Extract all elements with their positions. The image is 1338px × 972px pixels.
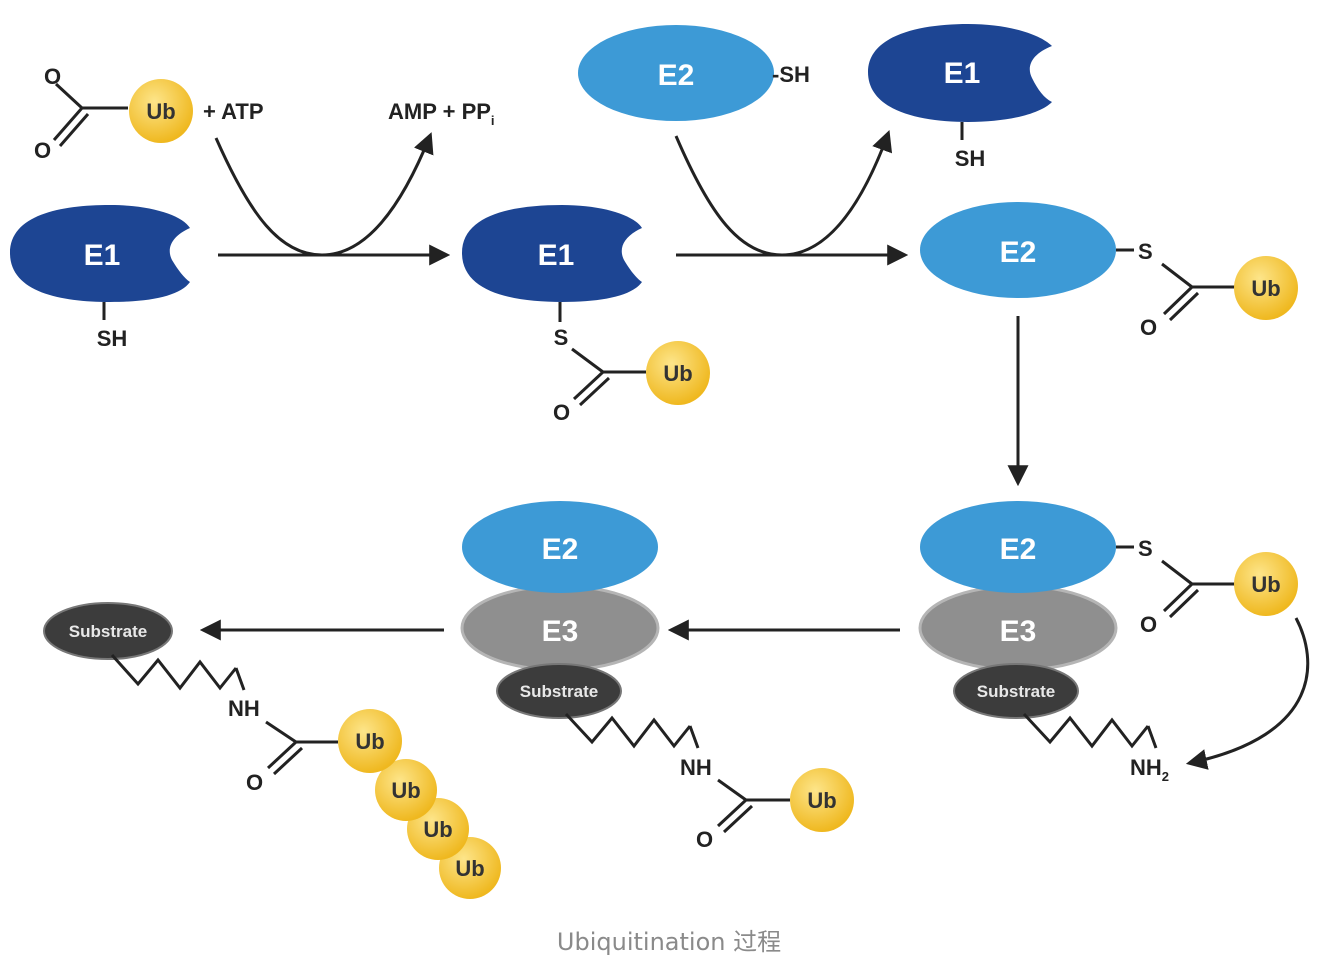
e1-label: E1 [84, 239, 121, 272]
e1-enzyme [462, 205, 642, 302]
bond [717, 778, 747, 802]
monoubiquitinated-complex: E3 E2 Substrate NH O Ub [460, 501, 854, 852]
thiol-label: SH [97, 326, 128, 351]
amp-ppi-label: AMP + PPi [388, 99, 495, 128]
carbonyl-o-label: O [34, 138, 51, 163]
e2-free: E2 -SH [578, 25, 810, 121]
e1-release-arrow [674, 130, 893, 257]
ubiquitin-label: Ub [455, 856, 484, 881]
ubiquitin-label: Ub [1251, 276, 1280, 301]
lysine-side-chain [110, 653, 238, 691]
e2-enzyme [578, 25, 774, 121]
bond [54, 82, 84, 110]
nh-label: NH [680, 755, 712, 780]
thiol-label: SH [955, 146, 986, 171]
amine-label: NH2 [1130, 755, 1169, 784]
sulfur-label: S [1138, 239, 1153, 264]
substrate [953, 663, 1079, 719]
nh-label: NH [228, 696, 260, 721]
e2-label: E2 [658, 59, 695, 92]
e1-free: E1 SH [10, 205, 190, 351]
e1-released: E1 SH [868, 24, 1052, 171]
e2-label: E2 [1000, 533, 1037, 566]
ubiquitin [338, 709, 402, 773]
carbonyl-o-label: O [553, 400, 570, 425]
bond [688, 725, 700, 749]
bond [1162, 285, 1194, 316]
bond [266, 740, 298, 770]
e1-label: E1 [538, 239, 575, 272]
e3-label: E3 [1000, 615, 1037, 648]
e1-ub-thioester: E1 S O Ub [462, 205, 710, 425]
ubiquitin-label: Ub [807, 788, 836, 813]
bond [1161, 559, 1193, 586]
bond [265, 720, 297, 744]
atp-label: + ATP [203, 99, 264, 124]
bond [722, 804, 754, 834]
sulfur-label: S [554, 325, 569, 350]
bond [1168, 291, 1200, 322]
e3-label: E3 [542, 615, 579, 648]
e2-enzyme [462, 501, 658, 593]
bond [52, 107, 84, 141]
e2-enzyme [920, 501, 1116, 593]
e2-ub-thioester: E2 S O Ub [920, 202, 1298, 340]
ubiquitin [375, 759, 437, 821]
ubiquitin [646, 341, 710, 405]
substrate [43, 602, 173, 660]
ubiquitin-label: Ub [391, 778, 420, 803]
bond [571, 347, 604, 374]
bond [58, 113, 90, 147]
polyubiquitinated-substrate: Substrate NH O Ub Ub Ub Ub [43, 602, 501, 899]
ubiquitin-label: Ub [146, 99, 175, 124]
ubiquitin [1234, 256, 1298, 320]
bond [1162, 582, 1194, 613]
ub-transfer-arrow [1185, 617, 1310, 770]
carbonyl-o-label: O [696, 827, 713, 852]
bond [716, 798, 748, 828]
e2-enzyme [920, 202, 1116, 298]
substrate-label: Substrate [69, 622, 147, 641]
ubiquitin-label: Ub [355, 729, 384, 754]
ubiquitin-label: Ub [423, 817, 452, 842]
ubiquitin-label: Ub [1251, 572, 1280, 597]
e1-enzyme [868, 24, 1052, 122]
ubiquitin-label: Ub [663, 361, 692, 386]
lysine-side-chain [1022, 712, 1150, 749]
bond [1146, 725, 1158, 749]
carbonyl-o-label: O [44, 64, 61, 89]
ubiquitin [790, 768, 854, 832]
carbonyl-o-label: O [1140, 612, 1157, 637]
bond [1161, 262, 1193, 289]
ubiquitin [129, 79, 193, 143]
ubiquitination-diagram: O O Ub + ATP E1 SH AMP + PPi E1 S O Ub E… [10, 24, 1310, 899]
substrate-label: Substrate [977, 682, 1055, 701]
thiol-label: -SH [772, 62, 810, 87]
carbonyl-o-label: O [1140, 315, 1157, 340]
bond [578, 376, 611, 407]
ubiquitin [1234, 552, 1298, 616]
carbonyl-o-label: O [246, 770, 263, 795]
bond [572, 370, 605, 401]
e2-label: E2 [542, 533, 579, 566]
e1-label: E1 [944, 57, 981, 90]
figure-caption: Ubiquitination 过程 [556, 928, 782, 956]
lysine-side-chain [564, 712, 692, 749]
e2-e3-substrate-complex: E3 E2 Substrate NH2 S O Ub [918, 501, 1310, 784]
free-ubiquitin-group: O O Ub + ATP [34, 64, 264, 163]
atp-consumption-arrow [214, 132, 434, 257]
bond [234, 667, 246, 691]
substrate [496, 663, 622, 719]
sulfur-label: S [1138, 536, 1153, 561]
e1-enzyme [10, 205, 190, 302]
bond [1168, 588, 1200, 619]
substrate-label: Substrate [520, 682, 598, 701]
e2-label: E2 [1000, 236, 1037, 269]
bond [272, 746, 304, 776]
